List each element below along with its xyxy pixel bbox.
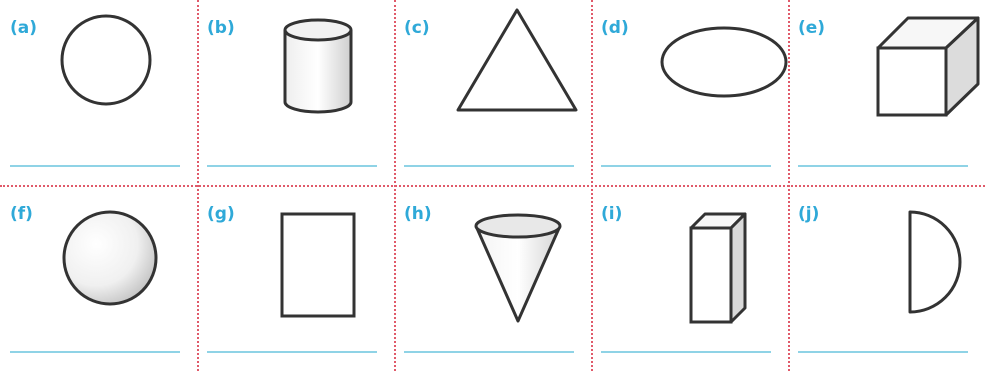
shape-cell-i: (i) <box>591 186 788 371</box>
answer-line[interactable] <box>404 165 574 167</box>
item-label: (c) <box>404 18 430 38</box>
triangle-icon <box>456 8 578 112</box>
shape-cell-j: (j) <box>788 186 985 371</box>
answer-line[interactable] <box>10 351 180 353</box>
item-label: (d) <box>601 18 629 38</box>
item-label: (a) <box>10 18 38 38</box>
answer-line[interactable] <box>10 165 180 167</box>
rectangle-icon <box>280 212 356 318</box>
answer-line[interactable] <box>207 351 377 353</box>
item-label: (h) <box>404 204 432 224</box>
item-label: (j) <box>798 204 820 224</box>
answer-line[interactable] <box>798 351 968 353</box>
item-label: (g) <box>207 204 235 224</box>
shape-cell-f: (f) <box>0 186 197 371</box>
shape-cell-a: (a) <box>0 0 197 185</box>
cube-icon <box>876 16 980 117</box>
item-label: (b) <box>207 18 235 38</box>
shape-cell-c: (c) <box>394 0 591 185</box>
cone-icon <box>474 213 562 323</box>
ellipse-icon <box>660 26 788 98</box>
answer-line[interactable] <box>404 351 574 353</box>
answer-line[interactable] <box>601 351 771 353</box>
circle-icon <box>60 14 152 106</box>
cylinder-icon <box>283 18 353 114</box>
shape-cell-d: (d) <box>591 0 788 185</box>
shape-cell-h: (h) <box>394 186 591 371</box>
row-divider <box>0 185 985 187</box>
semicircle-icon <box>908 210 962 314</box>
shape-cell-b: (b) <box>197 0 394 185</box>
item-label: (f) <box>10 204 33 224</box>
answer-line[interactable] <box>207 165 377 167</box>
answer-line[interactable] <box>798 165 968 167</box>
shape-cell-e: (e) <box>788 0 985 185</box>
answer-line[interactable] <box>601 165 771 167</box>
cuboid-icon <box>689 212 747 324</box>
item-label: (e) <box>798 18 826 38</box>
sphere-icon <box>62 210 158 306</box>
shape-cell-g: (g) <box>197 186 394 371</box>
item-label: (i) <box>601 204 623 224</box>
